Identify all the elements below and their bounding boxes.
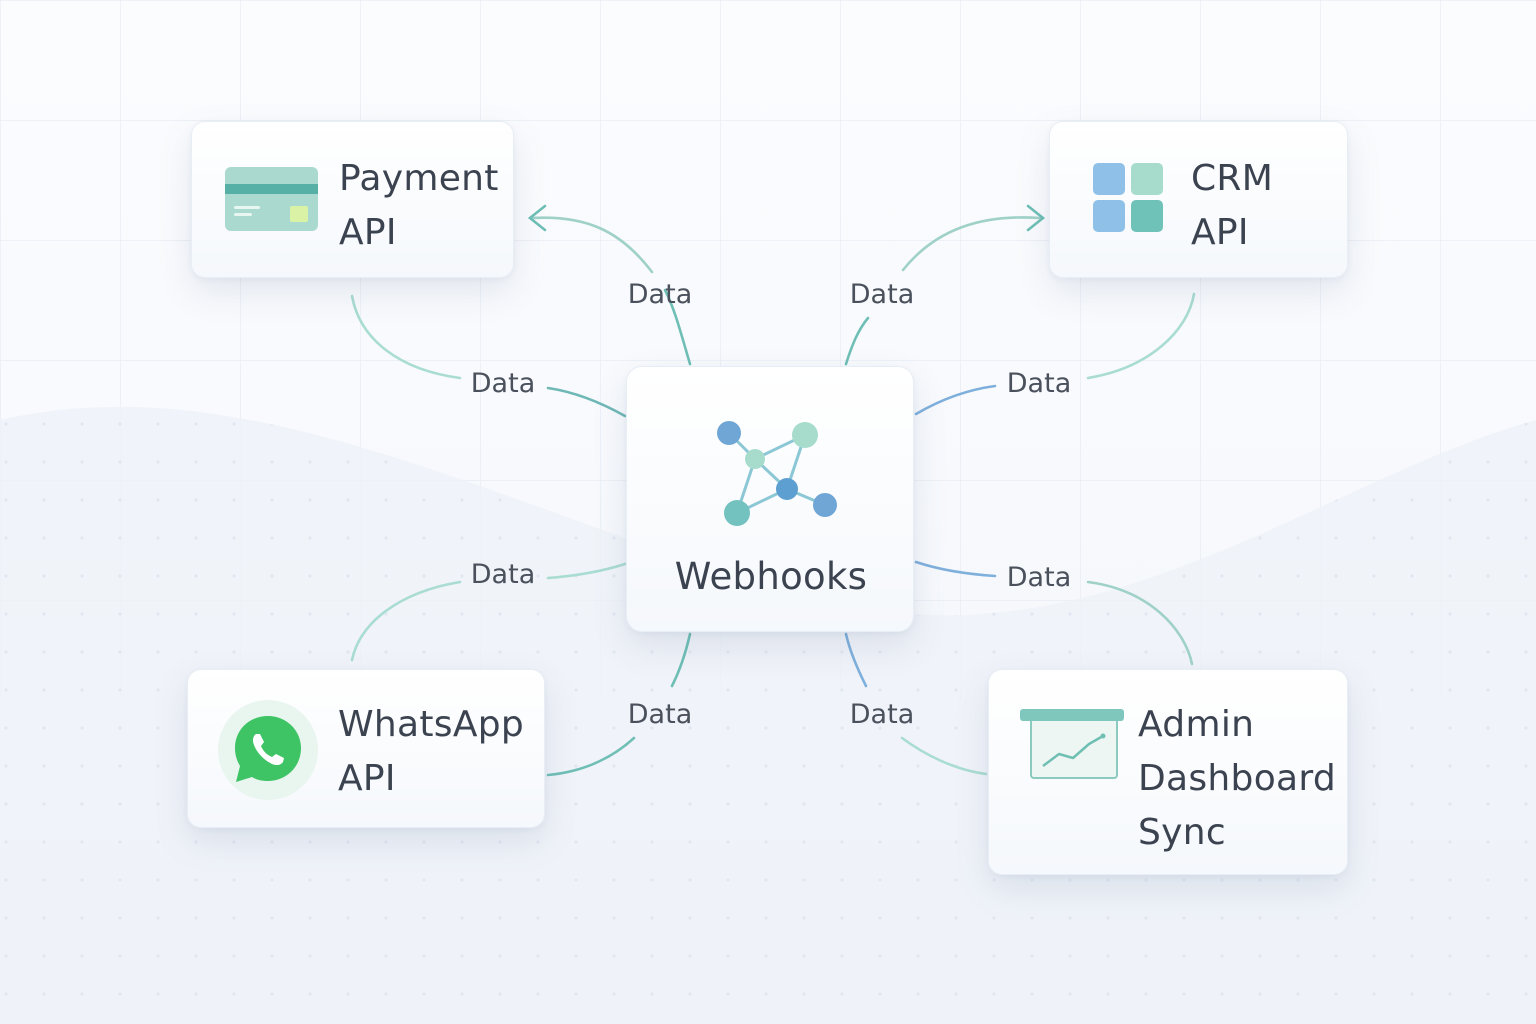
network-graph-icon xyxy=(717,421,837,526)
webhooks-hub-card[interactable]: Webhooks xyxy=(626,366,914,632)
admin-line1: Admin xyxy=(1138,704,1255,745)
whatsapp-api-line1: WhatsApp xyxy=(338,704,525,745)
crm-api-card[interactable]: CRM API xyxy=(1049,121,1348,278)
edge-label-admin-side: Data xyxy=(1006,562,1072,593)
edge-crm-top xyxy=(844,316,870,366)
edge-label-whatsapp-side: Data xyxy=(470,559,536,590)
line-chart-window-icon xyxy=(1020,709,1124,779)
admin-dashboard-sync-card[interactable]: Admin Dashboard Sync xyxy=(988,669,1348,875)
edge-whatsapp-bottom xyxy=(670,632,692,688)
edge-payment-top xyxy=(663,288,692,366)
webhooks-label: Webhooks xyxy=(674,555,868,598)
whatsapp-api-label: WhatsApp API xyxy=(338,698,524,806)
edge-label-payment-top: Data xyxy=(627,279,693,310)
credit-card-icon xyxy=(225,167,318,231)
payment-api-line2: API xyxy=(339,212,397,253)
arrowhead-left xyxy=(527,204,547,232)
whatsapp-api-card[interactable]: WhatsApp API xyxy=(187,669,545,828)
admin-dashboard-sync-label: Admin Dashboard Sync xyxy=(1138,698,1336,860)
admin-line3: Sync xyxy=(1138,812,1226,853)
whatsapp-api-line2: API xyxy=(338,758,396,799)
crm-api-line2: API xyxy=(1191,212,1249,253)
grid-tiles-icon xyxy=(1093,163,1163,232)
payment-api-line1: Payment xyxy=(339,158,499,199)
admin-line2: Dashboard xyxy=(1138,758,1337,799)
edge-crm-side xyxy=(914,384,997,416)
crm-api-label: CRM API xyxy=(1191,152,1273,260)
edge-label-whatsapp-bottom: Data xyxy=(627,699,693,730)
edge-payment-side xyxy=(350,294,462,380)
edge-whatsapp-side xyxy=(546,562,627,580)
edge-payment-top-arrow-curve xyxy=(530,216,654,274)
edge-label-crm-top: Data xyxy=(849,279,915,310)
arrowhead-right xyxy=(1026,204,1046,232)
edge-label-admin-bottom: Data xyxy=(849,699,915,730)
whatsapp-phone-icon xyxy=(218,700,318,800)
edge-admin-side xyxy=(914,560,997,578)
edge-admin-bottom xyxy=(844,632,868,688)
edge-label-payment-side: Data xyxy=(470,368,536,399)
payment-api-card[interactable]: Payment API xyxy=(191,121,514,278)
edge-label-crm-side: Data xyxy=(1006,368,1072,399)
payment-api-label: Payment API xyxy=(339,152,499,260)
crm-api-line1: CRM xyxy=(1191,158,1274,199)
